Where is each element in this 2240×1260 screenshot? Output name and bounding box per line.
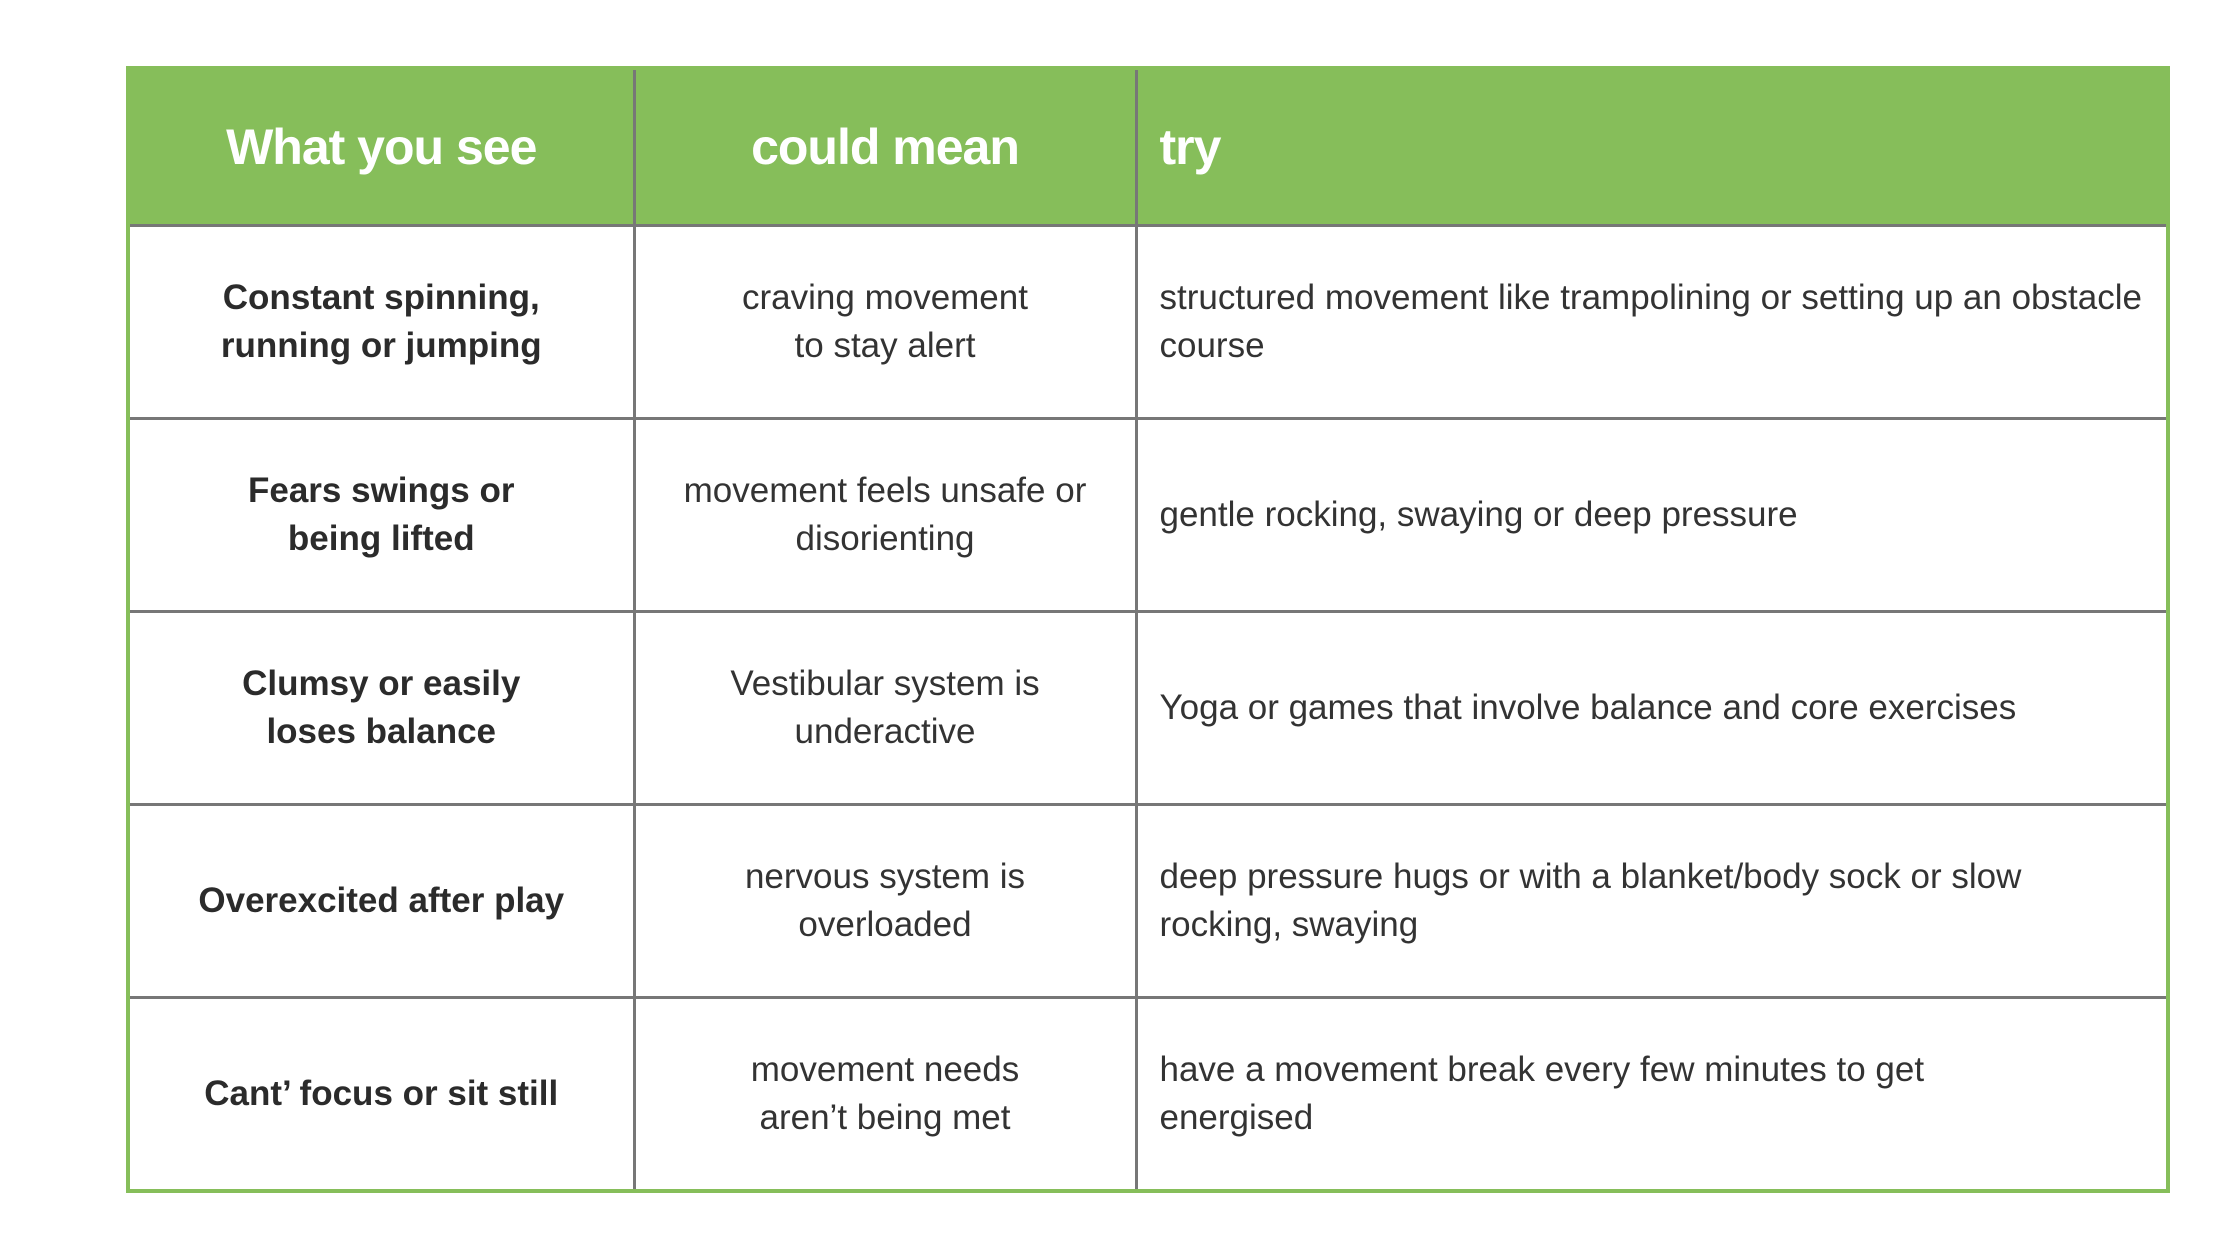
header-row: What you see could mean try [128, 68, 2168, 227]
cell-mean: Vestibular system is underactive [634, 611, 1138, 806]
cell-see: Overexcited after play [128, 804, 636, 999]
table-row: Cant’ focus or sit still movement needs … [128, 997, 2168, 1191]
cell-try: structured movement like trampolining or… [1136, 225, 2168, 420]
cell-mean: nervous system is overloaded [634, 804, 1138, 999]
sensory-table: What you see could mean try Constant spi… [126, 66, 2170, 1193]
cell-see: Clumsy or easily loses balance [128, 611, 636, 806]
cell-mean: movement feels unsafe or disorienting [634, 418, 1138, 613]
cell-mean: craving movement to stay alert [634, 225, 1138, 420]
table-row: Overexcited after play nervous system is… [128, 804, 2168, 999]
cell-see: Fears swings or being lifted [128, 418, 636, 613]
cell-try: have a movement break every few minutes … [1159, 1050, 1925, 1137]
header-try: try [1136, 68, 2168, 227]
header-could-mean: could mean [634, 68, 1138, 227]
cell-try: gentle rocking, swaying or deep pressure [1136, 418, 2168, 613]
cell-try: Yoga or games that involve balance and c… [1136, 611, 2168, 806]
cell-try: deep pressure hugs or with a blanket/bod… [1136, 804, 2168, 999]
table-row: Clumsy or easily loses balance Vestibula… [128, 611, 2168, 806]
cell-see: Cant’ focus or sit still [128, 997, 636, 1191]
table-row: Constant spinning, running or jumping cr… [128, 225, 2168, 420]
cell-mean: movement needs aren’t being met [634, 997, 1138, 1191]
cell-see: Constant spinning, running or jumping [128, 225, 636, 420]
table-row: Fears swings or being lifted movement fe… [128, 418, 2168, 613]
header-what-you-see: What you see [128, 68, 636, 227]
